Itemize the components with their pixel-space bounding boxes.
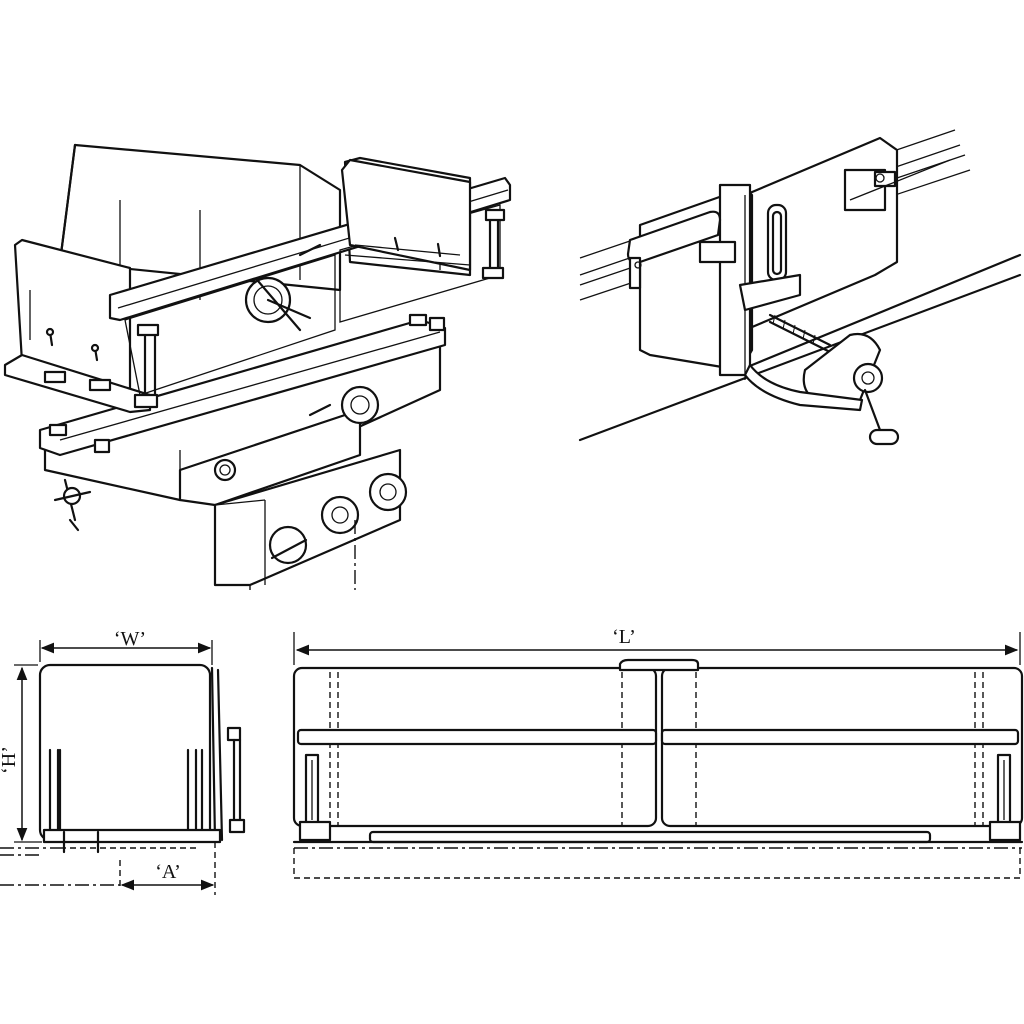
dimension-h-label: ‘H’: [0, 746, 20, 774]
machine-table: [38, 313, 447, 457]
side-view: ‘L’: [292, 626, 1024, 879]
dimension-a-label: ‘A’: [155, 861, 181, 883]
guard-frame: [3, 158, 512, 414]
clamp-detail: [578, 129, 1022, 446]
dimension-l-label: ‘L’: [612, 626, 636, 648]
dimension-w-label: ‘W’: [114, 628, 146, 650]
end-view: ‘W’ ‘H’ ‘A’: [0, 628, 246, 895]
machine-view: [3, 143, 512, 590]
machine-knee: [43, 333, 442, 590]
